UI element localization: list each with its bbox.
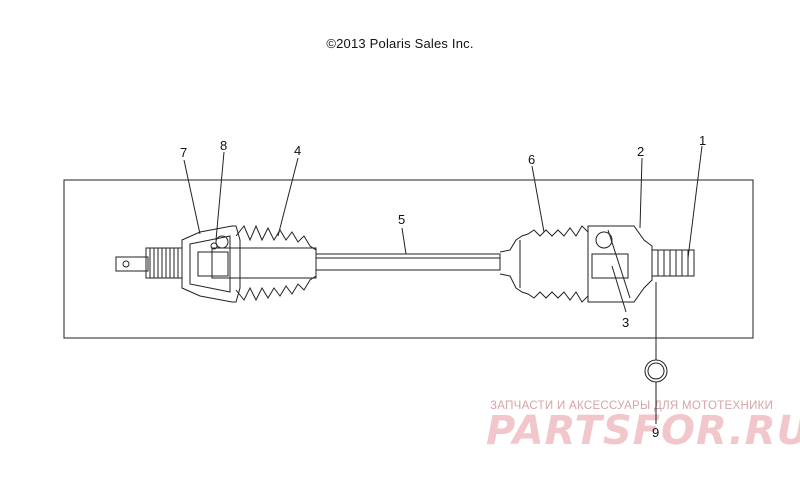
- leader-line-1: [687, 145, 703, 259]
- inner-cv-joint: [181, 225, 241, 303]
- callout-1: 1: [699, 133, 706, 148]
- leader-line-6: [531, 165, 545, 233]
- outer-boot: [499, 225, 589, 303]
- axle-shaft: [315, 253, 501, 271]
- leader-line-3: [611, 265, 627, 313]
- callout-6: 6: [528, 152, 535, 167]
- leader-line-4: [277, 157, 299, 237]
- watermark-tagline: ЗАПЧАСТИ И АКСЕССУАРЫ ДЛЯ МОТОТЕХНИКИ: [490, 400, 774, 412]
- callout-7: 7: [180, 145, 187, 160]
- diagram-frame: [63, 179, 754, 339]
- callout-3: 3: [622, 315, 629, 330]
- callout-8: 8: [220, 138, 227, 153]
- leader-line-8: [215, 151, 225, 241]
- leader-line-7: [183, 159, 201, 235]
- left-stub-shaft: [115, 247, 183, 279]
- o-ring: [644, 359, 668, 383]
- leader-line-5: [401, 227, 407, 255]
- callout-4: 4: [294, 143, 301, 158]
- callout-2: 2: [637, 144, 644, 159]
- callout-9: 9: [652, 425, 659, 440]
- callout-5: 5: [398, 212, 405, 227]
- watermark-site: PARTSFOR.RU: [486, 408, 800, 454]
- leader-line-2: [639, 157, 643, 229]
- outer-cv-joint: [587, 225, 653, 303]
- right-stub-shaft: [651, 249, 695, 277]
- copyright-notice: ©2013 Polaris Sales Inc.: [326, 36, 474, 51]
